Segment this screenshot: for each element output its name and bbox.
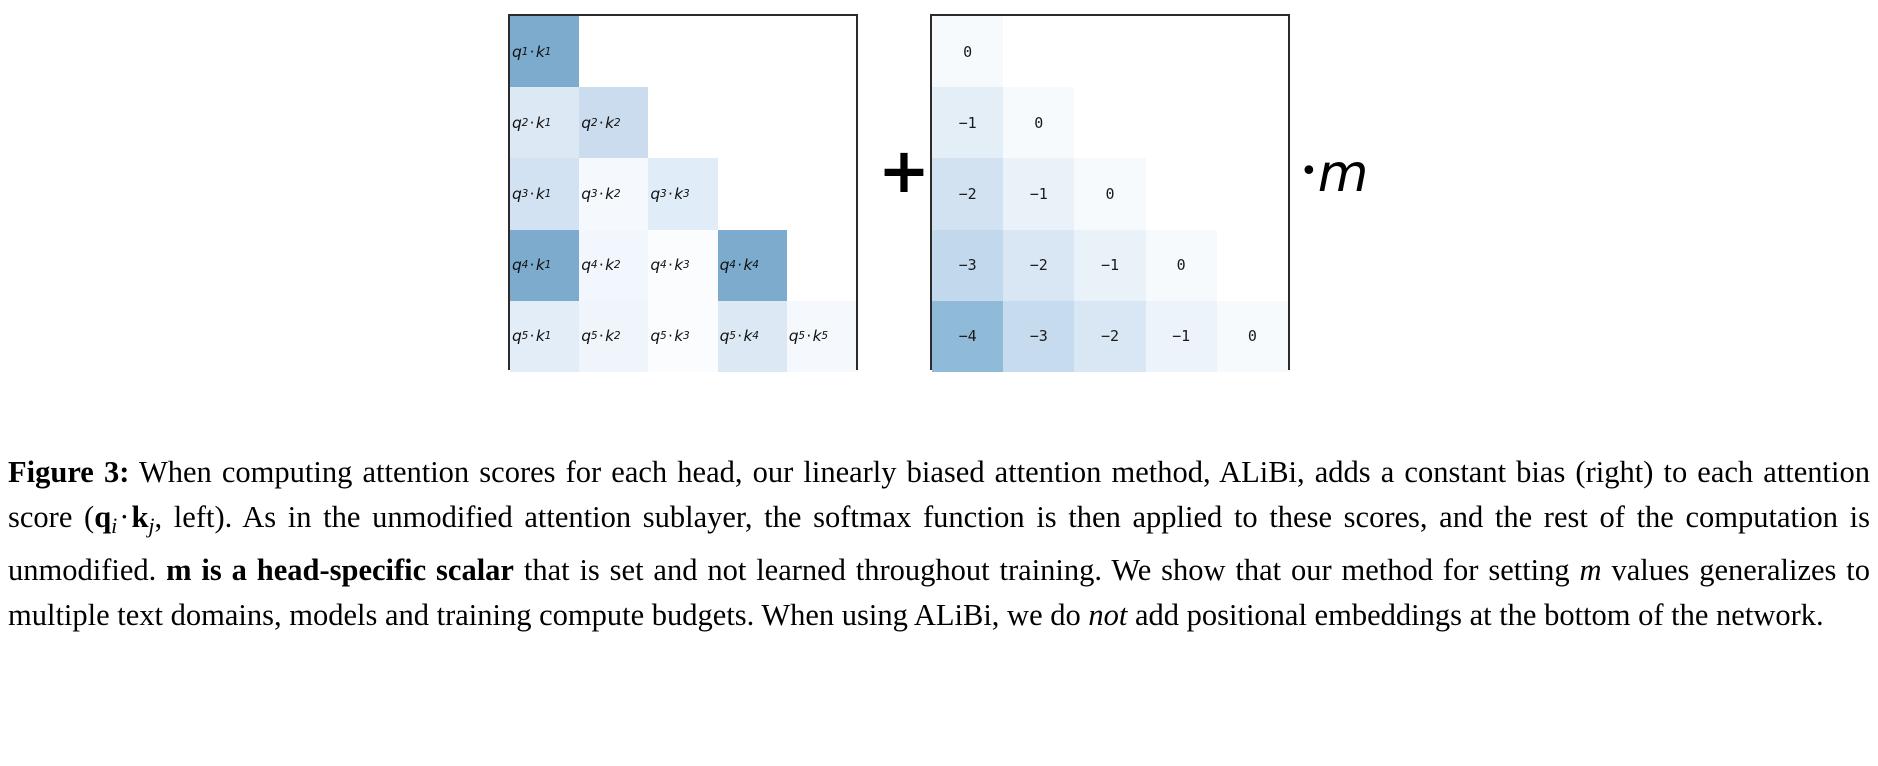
caption-text-5: add positional embeddings at the bottom … xyxy=(1127,598,1824,633)
bias-cell-r4-c3: −1 xyxy=(1074,229,1146,301)
bias-cell-r5-c5: 0 xyxy=(1216,300,1288,372)
caption-not-emphasis: not xyxy=(1088,598,1128,633)
bias-cell-r4-c1: −3 xyxy=(932,229,1004,301)
caption-text-3: that is set and not learned throughout t… xyxy=(513,553,1580,588)
cdot-operator: · xyxy=(119,500,130,534)
bias-cell-r5-c1: −4 xyxy=(932,300,1004,372)
score-cell-empty xyxy=(787,158,856,229)
bias-cell-r3-c2: −1 xyxy=(1003,158,1075,230)
caption-bold-phrase: m is a head-specific scalar xyxy=(166,553,514,588)
score-cell-empty xyxy=(579,16,648,87)
scalar-m-symbol: m xyxy=(1317,144,1369,204)
bias-cell-empty xyxy=(1217,87,1288,158)
score-cell-empty xyxy=(648,16,717,87)
bias-cell-empty xyxy=(1003,16,1074,87)
q-vector-symbol: q xyxy=(94,500,112,534)
k-subscript-j: j xyxy=(148,513,155,539)
bias-cell-r2-c2: 0 xyxy=(1003,87,1075,159)
bias-cell-r3-c3: 0 xyxy=(1074,158,1146,230)
bias-cell-empty xyxy=(1217,230,1288,301)
score-cell-empty xyxy=(718,158,787,229)
caption-text-4: values generalizes to multiple text doma… xyxy=(8,553,1870,633)
figure-caption: Figure 3: When computing attention score… xyxy=(8,450,1870,638)
k-vector-symbol: k xyxy=(131,500,149,534)
bias-cell-r5-c3: −2 xyxy=(1074,300,1146,372)
bias-cell-r3-c1: −2 xyxy=(932,158,1004,230)
bias-cell-r4-c2: −2 xyxy=(1003,229,1075,301)
bias-cell-r5-c4: −1 xyxy=(1145,300,1217,372)
score-cell-empty xyxy=(648,87,717,158)
bias-cell-empty xyxy=(1217,158,1288,229)
score-cell-empty xyxy=(787,230,856,301)
bias-matrix-row: 0 xyxy=(932,16,1288,88)
bias-cell-empty xyxy=(1074,16,1145,87)
caption-text-1: When computing attention scores for each… xyxy=(8,455,1871,534)
bias-cell-r1-c1: 0 xyxy=(932,16,1004,88)
score-cell-empty xyxy=(718,16,787,87)
caption-label: Figure 3: xyxy=(8,455,130,489)
caption-text-2: , left). As in the unmodified attention … xyxy=(8,500,1870,588)
score-cell-empty xyxy=(718,87,787,158)
bias-cell-r5-c2: −3 xyxy=(1003,300,1075,372)
bias-cell-empty xyxy=(1146,87,1217,158)
bias-cell-empty xyxy=(1146,16,1217,87)
bias-cell-r2-c1: −1 xyxy=(932,87,1004,159)
score-cell-empty xyxy=(787,16,856,87)
bias-cell-empty xyxy=(1217,16,1288,87)
bullet-icon: • xyxy=(1300,154,1318,189)
bias-cell-empty xyxy=(1146,158,1217,229)
plus-operator-symbol: + xyxy=(878,134,930,207)
scalar-multiplier-group: • m xyxy=(1300,148,1368,200)
bias-cell-r4-c4: 0 xyxy=(1145,229,1217,301)
q-subscript-i: i xyxy=(111,513,118,539)
score-cell-empty xyxy=(787,87,856,158)
caption-m-variable: m xyxy=(1579,553,1602,588)
bias-cell-empty xyxy=(1074,87,1145,158)
